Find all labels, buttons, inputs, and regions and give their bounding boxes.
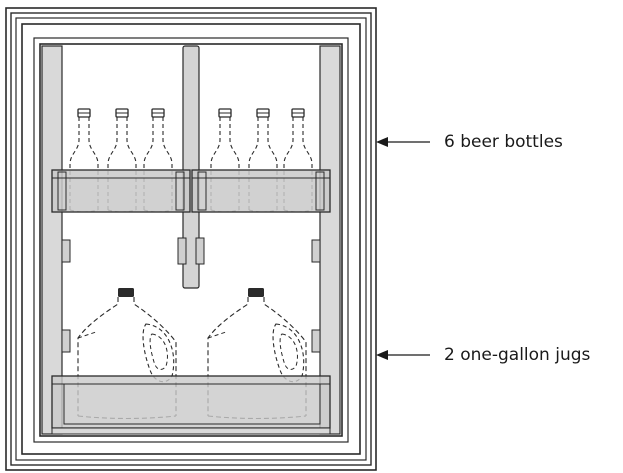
callout-label-gallon-jugs: 2 one-gallon jugs: [444, 345, 591, 365]
upper-bin-right: [191, 169, 331, 213]
center-divider: [177, 45, 205, 289]
callout-arrow-upper: [376, 137, 430, 147]
callout-label-beer-bottles: 6 beer bottles: [444, 132, 563, 152]
callout-arrow-lower: [376, 350, 430, 360]
upper-bin-left: [51, 169, 191, 213]
lower-bin: [51, 375, 331, 435]
